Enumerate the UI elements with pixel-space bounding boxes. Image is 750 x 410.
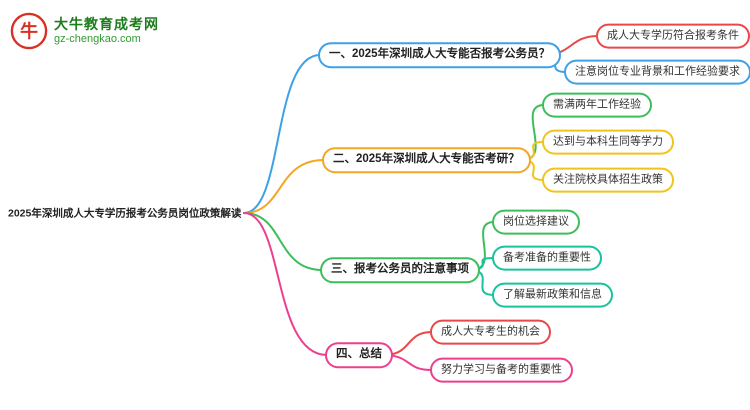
leaf-node-2-2: 达到与本科生同等学力: [542, 129, 674, 155]
connector-root-branch3: [243, 212, 323, 271]
root-node: 2025年深圳成人大专学历报考公务员岗位政策解读: [8, 207, 242, 220]
branch-node-3: 三、报考公务员的注意事项: [320, 257, 480, 283]
branch-node-2: 二、2025年深圳成人大专能否考研？: [322, 147, 531, 173]
bull-icon: 牛: [10, 12, 48, 50]
svg-text:牛: 牛: [20, 21, 38, 42]
leaf-node-4-2: 努力学习与备考的重要性: [430, 357, 573, 383]
leaf-node-4-1: 成人大专考生的机会: [430, 319, 551, 345]
branch-node-1: 一、2025年深圳成人大专能否报考公务员？: [318, 42, 562, 68]
leaf-node-3-2: 备考准备的重要性: [492, 245, 602, 271]
connector-root-branch4: [243, 212, 328, 356]
branch-node-4: 四、总结: [325, 342, 393, 368]
logo-text: 大牛教育成考网 gz-chengkao.com: [54, 16, 159, 46]
connector-branch4-leaf2: [386, 354, 433, 371]
leaf-node-2-3: 关注院校具体招生政策: [542, 167, 674, 193]
connector-branch4-leaf1: [386, 331, 433, 356]
brand-name: 大牛教育成考网: [54, 16, 159, 32]
leaf-node-1-2: 注意岗位专业背景和工作经验要求: [564, 59, 750, 85]
leaf-node-3-1: 岗位选择建议: [492, 209, 580, 235]
connector-root-branch1: [243, 54, 321, 214]
connector-root-branch2: [243, 159, 325, 214]
brand-domain: gz-chengkao.com: [54, 32, 141, 45]
leaf-node-3-3: 了解最新政策和信息: [492, 282, 613, 308]
leaf-node-1-1: 成人大专学历符合报考条件: [596, 23, 750, 49]
leaf-node-2-1: 需满两年工作经验: [542, 92, 652, 118]
site-logo: 牛 大牛教育成考网 gz-chengkao.com: [10, 12, 159, 50]
